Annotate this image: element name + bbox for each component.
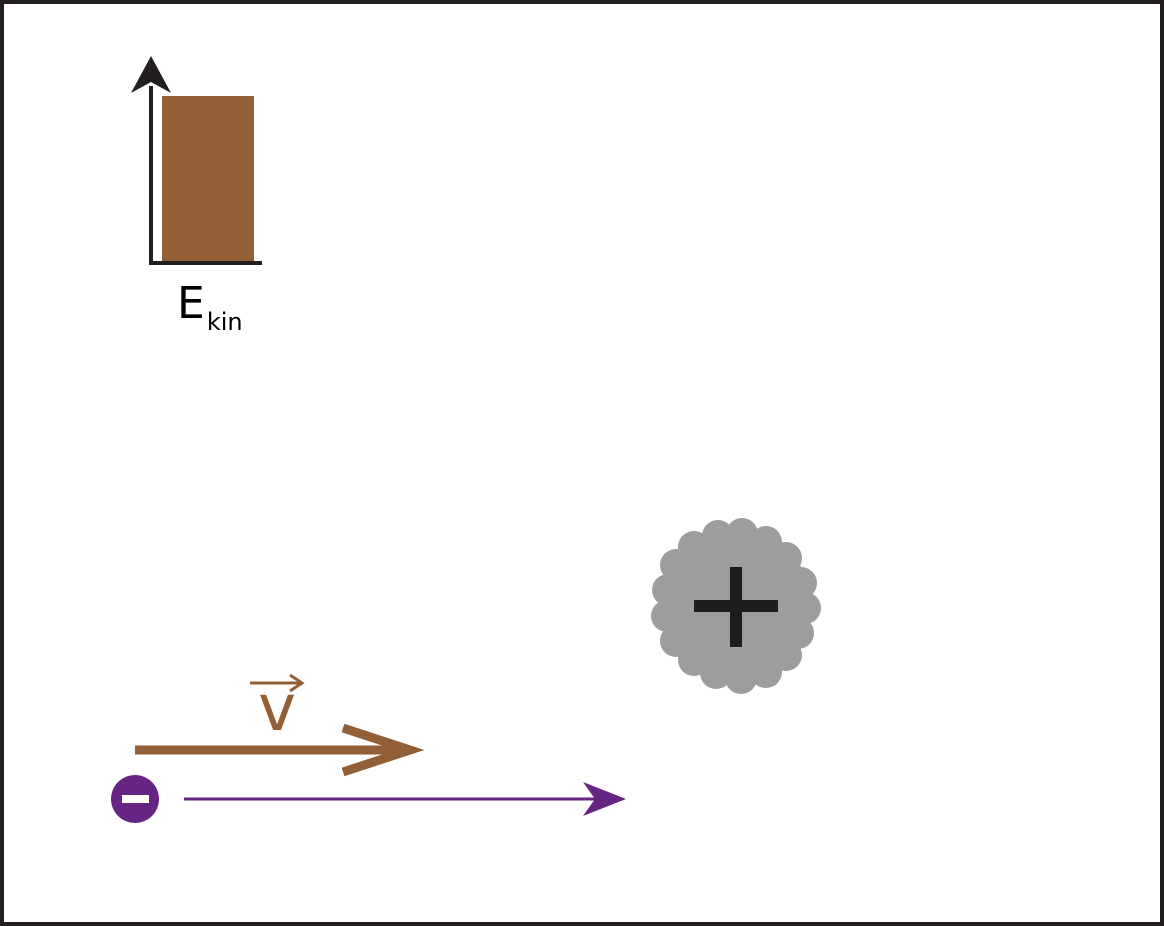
kinetic-energy-label-main: E bbox=[177, 278, 205, 329]
kinetic-energy-label: Ekin bbox=[177, 278, 243, 336]
velocity-overarrow bbox=[250, 673, 305, 693]
kinetic-energy-gauge: Ekin bbox=[131, 56, 262, 336]
kinetic-energy-bar bbox=[162, 96, 254, 262]
nucleus bbox=[651, 518, 821, 694]
velocity-vector: v bbox=[135, 672, 425, 777]
gauge-axis-arrowhead bbox=[131, 56, 171, 93]
electron bbox=[111, 775, 159, 823]
electron-minus-sign bbox=[122, 795, 149, 803]
kinetic-energy-label-subscript: kin bbox=[207, 308, 243, 336]
electron-motion-arrow bbox=[184, 782, 626, 816]
nucleus-plus-sign bbox=[694, 567, 778, 647]
velocity-arrow bbox=[135, 723, 425, 777]
diagram-svg: Ekin v bbox=[111, 56, 821, 823]
